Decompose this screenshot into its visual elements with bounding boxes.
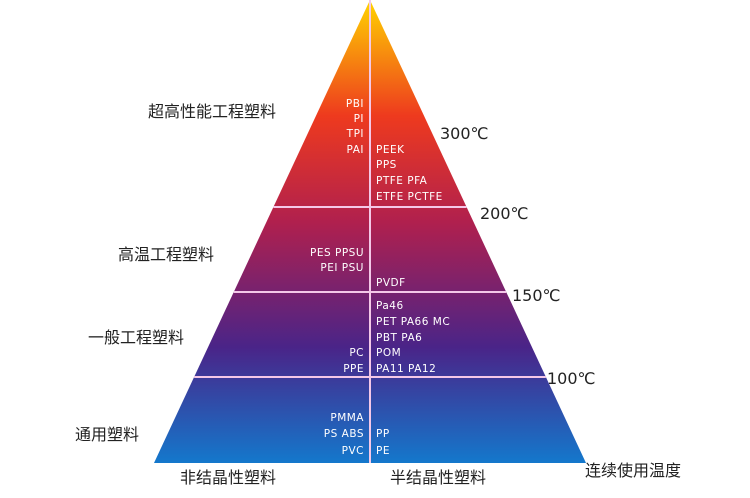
temperature-label: 150℃ bbox=[512, 286, 561, 305]
category-label: 高温工程塑料 bbox=[118, 245, 214, 264]
material-label: PPE bbox=[343, 363, 364, 375]
material-label: PET PA66 MC bbox=[376, 316, 450, 328]
material-label: PTFE PFA bbox=[376, 175, 428, 187]
material-label: PEEK bbox=[376, 144, 405, 156]
material-label: POM bbox=[376, 347, 401, 359]
material-label: PE bbox=[376, 445, 390, 457]
amorphous-column-label: 非结晶性塑料 bbox=[180, 468, 276, 487]
material-label: PVDF bbox=[376, 277, 406, 289]
category-label: 一般工程塑料 bbox=[88, 328, 184, 347]
material-label: PC bbox=[349, 347, 364, 359]
material-label: Pa46 bbox=[376, 300, 404, 312]
temperature-label: 100℃ bbox=[547, 369, 596, 388]
category-label: 通用塑料 bbox=[75, 425, 139, 444]
material-label: PMMA bbox=[330, 412, 364, 424]
material-label: TPI bbox=[346, 128, 364, 140]
semi-crystalline-column-label: 半结晶性塑料 bbox=[390, 468, 486, 487]
material-label: PP bbox=[376, 428, 390, 440]
material-label: PPS bbox=[376, 159, 397, 171]
material-label: PS ABS bbox=[324, 428, 364, 440]
material-label: PAI bbox=[347, 144, 364, 156]
material-label: PA11 PA12 bbox=[376, 363, 436, 375]
material-label: PI bbox=[354, 113, 364, 125]
temperature-label: 300℃ bbox=[440, 124, 489, 143]
material-label: PBI bbox=[346, 98, 364, 110]
material-label: PVC bbox=[342, 445, 364, 457]
temperature-label: 200℃ bbox=[480, 204, 529, 223]
category-label: 超高性能工程塑料 bbox=[148, 102, 276, 121]
material-label: PES PPSU bbox=[310, 247, 364, 259]
material-label: PEI PSU bbox=[320, 262, 364, 274]
material-label: PBT PA6 bbox=[376, 332, 422, 344]
material-label: ETFE PCTFE bbox=[376, 191, 443, 203]
axis-label: 连续使用温度 bbox=[585, 461, 681, 480]
